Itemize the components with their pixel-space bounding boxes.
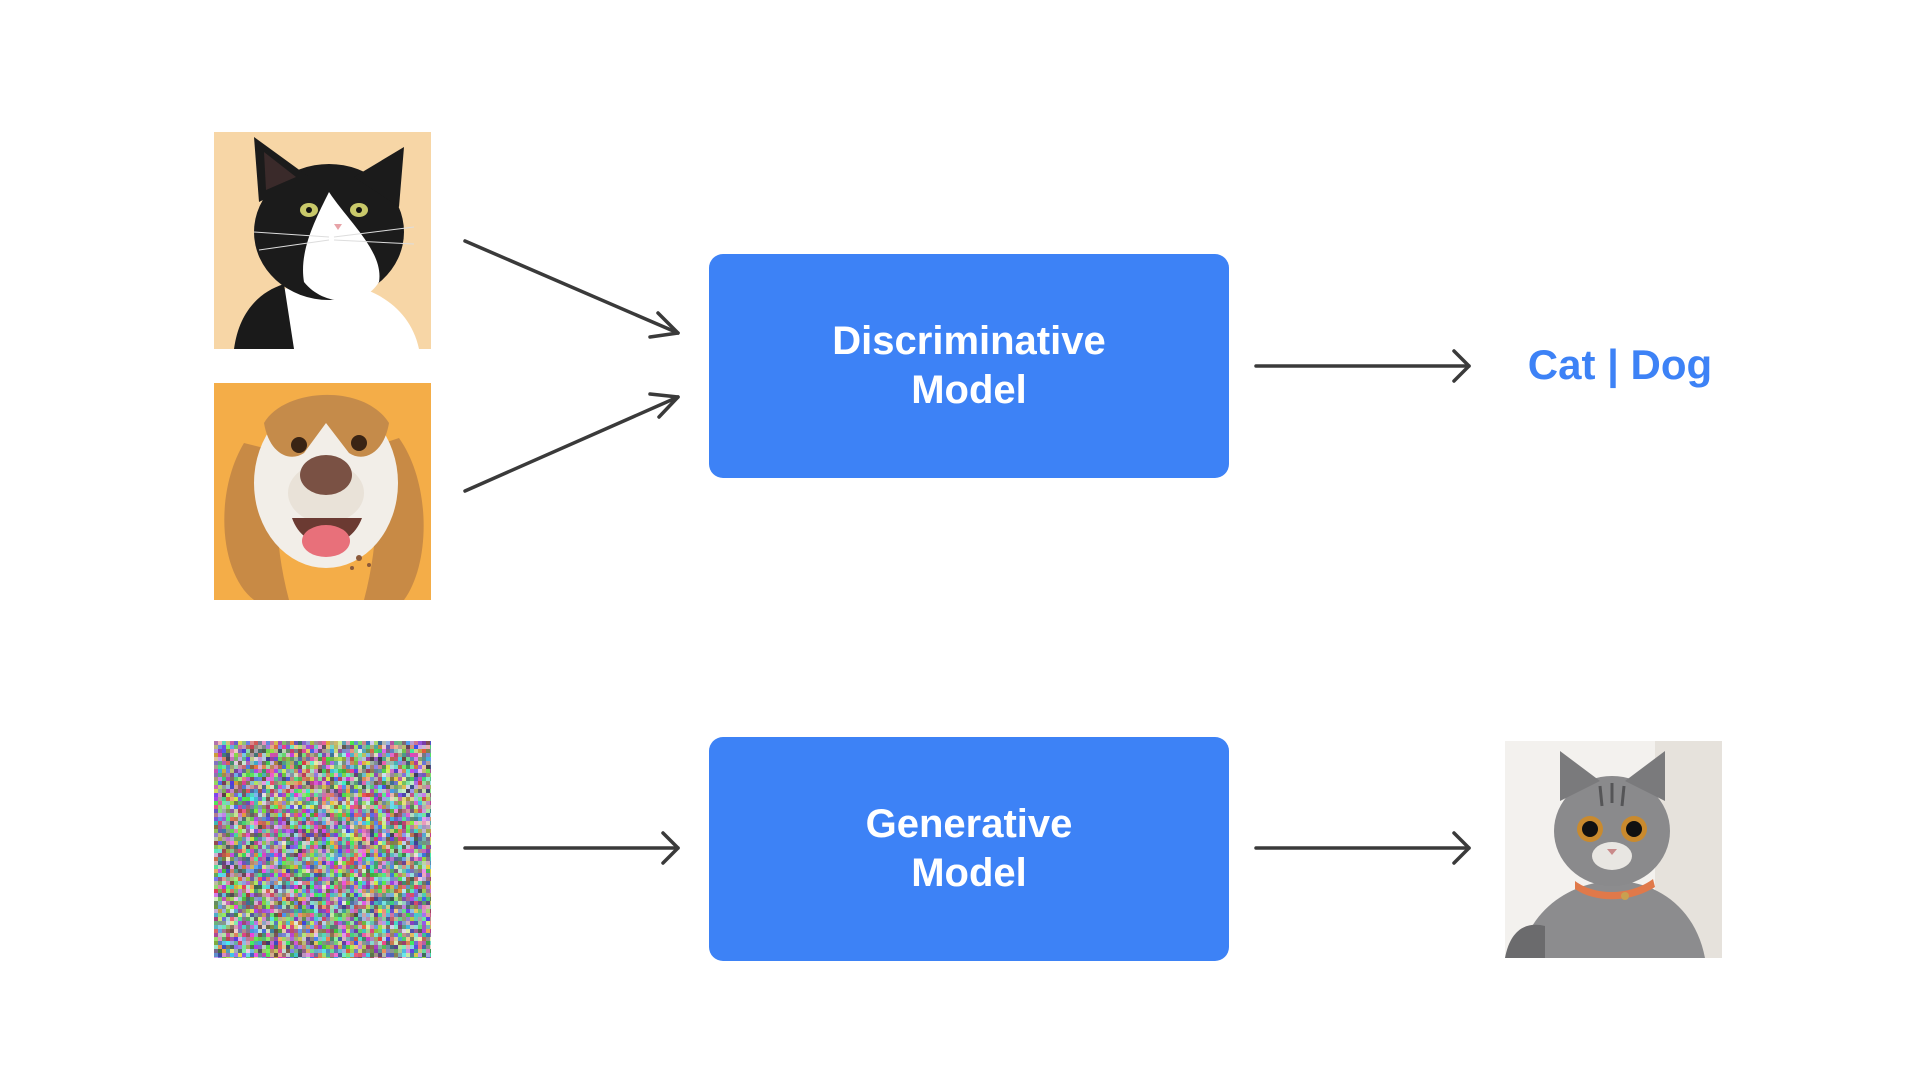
generated-cat-photo-icon: [1505, 741, 1722, 958]
arrow-cat-to-discriminative: [463, 239, 680, 339]
arrow-dog-to-discriminative: [463, 392, 680, 493]
discriminative-model-label-line1: Discriminative: [832, 319, 1106, 363]
classification-output-label: Cat | Dog: [1527, 341, 1713, 388]
generative-model-label-line1: Generative: [865, 802, 1073, 846]
noise-image-icon: [214, 741, 431, 958]
arrow-generative-to-output: [1254, 831, 1471, 865]
dog-photo-icon: [214, 383, 431, 600]
generative-model-label-line2: Model: [911, 851, 1027, 895]
discriminative-model-label-line2: Model: [911, 368, 1027, 412]
discriminative-model-box: Discriminative Model: [709, 254, 1229, 478]
arrow-noise-to-generative: [463, 831, 680, 865]
arrow-discriminative-to-output: [1254, 349, 1471, 383]
cat-photo-icon: [214, 132, 431, 349]
generative-model-box: Generative Model: [709, 737, 1229, 961]
